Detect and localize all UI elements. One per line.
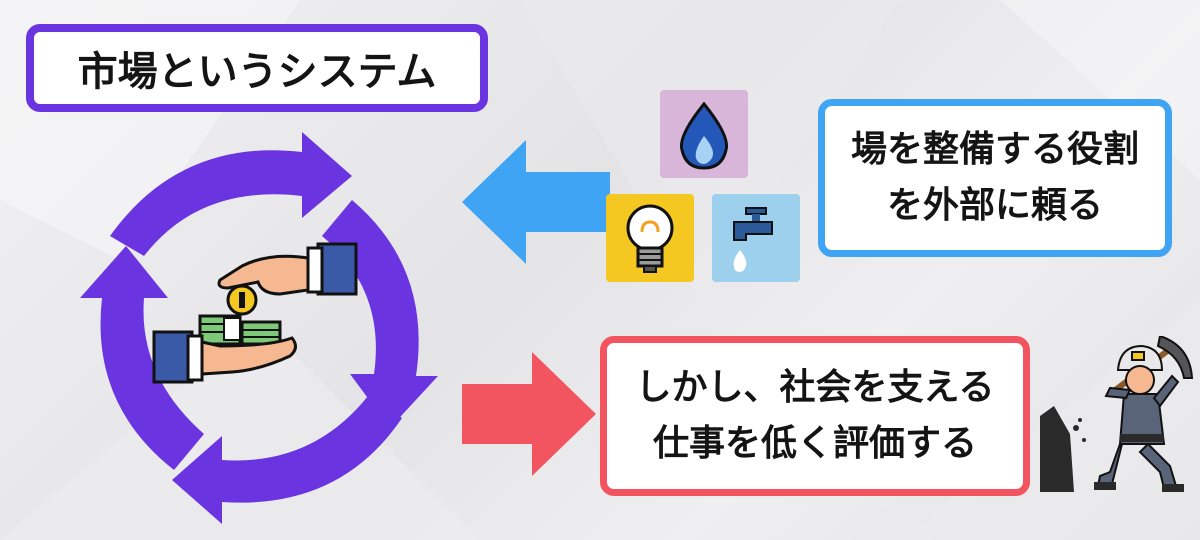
cycle-arrow-left (80, 246, 204, 470)
cycle-arrow-top (110, 132, 352, 256)
money-exchange-icon (152, 242, 358, 384)
red-message-box: しかし、社会を支える 仕事を低く評価する (600, 336, 1030, 496)
red-box-line-2: 仕事を低く評価する (652, 423, 977, 464)
blue-arrow-left (462, 140, 610, 264)
blue-box-line-2: を外部に頼る (886, 185, 1103, 226)
bulb-tile (606, 194, 694, 282)
cycle-arrow-bottom (172, 396, 402, 524)
gas-tile (660, 90, 748, 178)
red-arrow-right (462, 352, 596, 476)
miner-icon (1040, 336, 1194, 492)
water-tile (712, 194, 800, 282)
page-title: 市場というシステム (77, 49, 437, 95)
title-box: 市場というシステム (26, 24, 488, 112)
cycle-arrows-icon (80, 132, 438, 524)
light-bulb-icon (626, 204, 674, 273)
blue-box-line-1: 場を整備する役割 (850, 129, 1139, 170)
red-box-line-1: しかし、社会を支える (635, 367, 995, 408)
blue-message-box: 場を整備する役割 を外部に頼る (818, 99, 1172, 257)
water-faucet-icon (733, 207, 773, 272)
gas-flame-icon (679, 101, 729, 170)
